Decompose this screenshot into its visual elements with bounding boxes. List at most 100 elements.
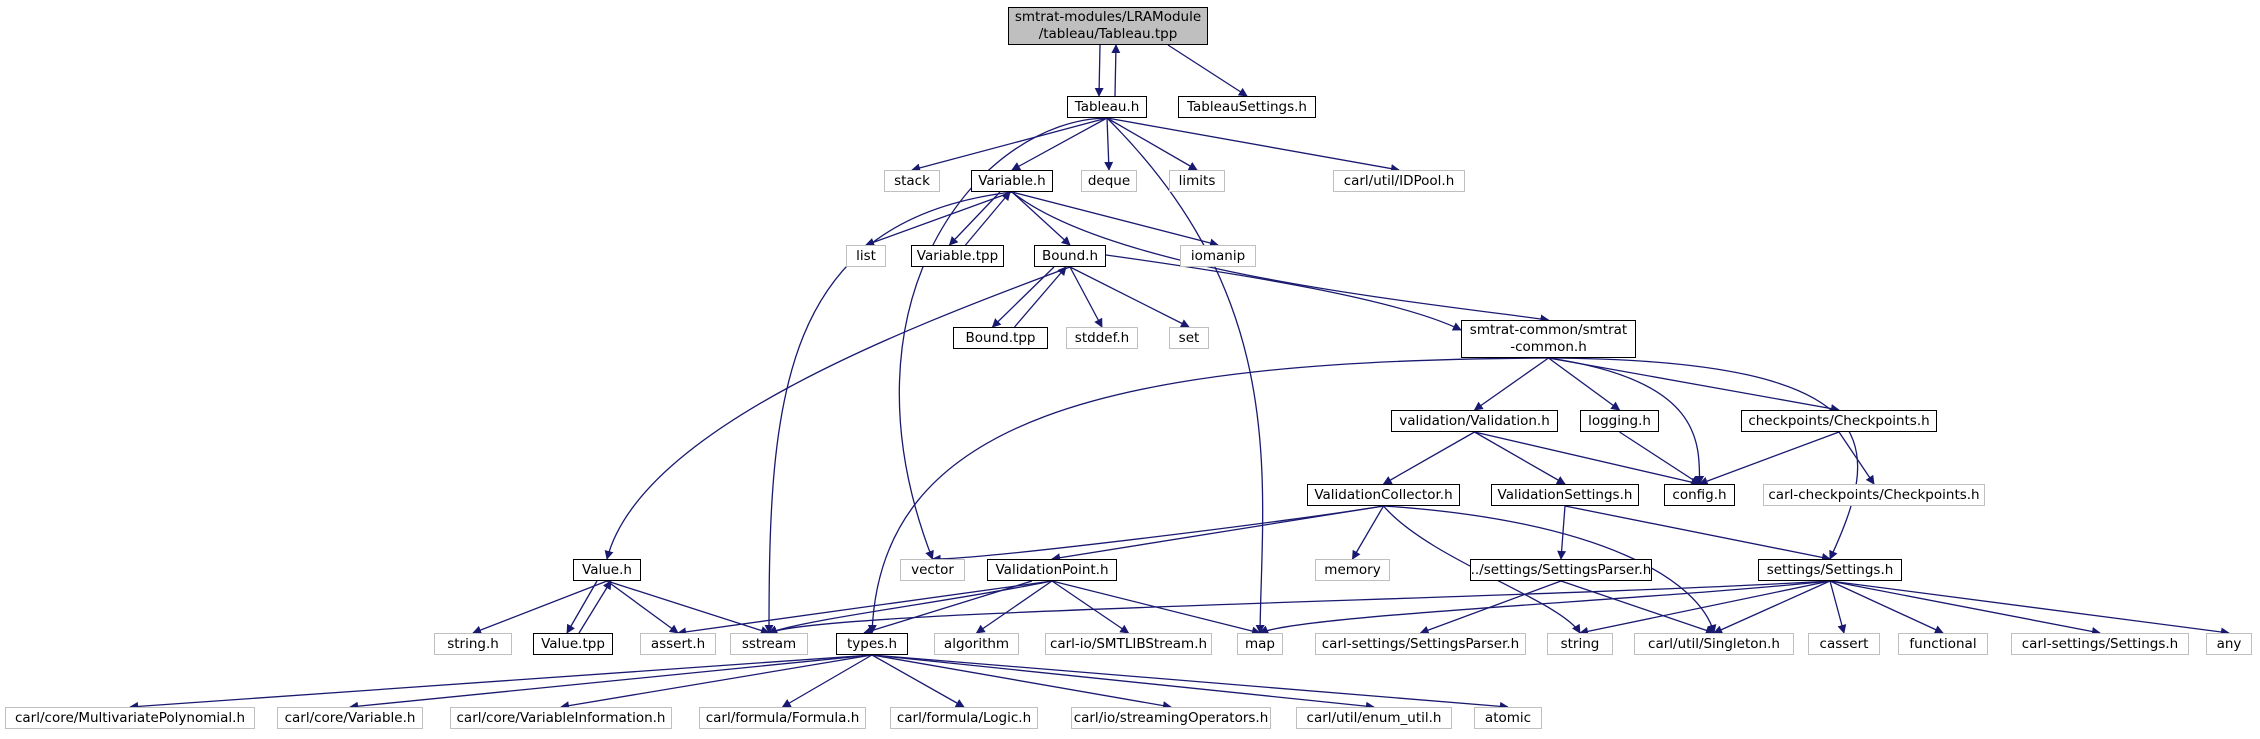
edge-smtrat_common-to-settings_h — [1548, 357, 1859, 560]
edge-validation_point-to-types_h — [863, 580, 1033, 635]
edge-logging_h-to-config_h — [1619, 431, 1701, 485]
node-variable-tpp[interactable]: Variable.tpp — [911, 245, 1004, 267]
node-carl-formula-h[interactable]: carl/formula/Formula.h — [699, 707, 866, 729]
node-bound-tpp[interactable]: Bound.tpp — [953, 327, 1048, 349]
node-iomanip[interactable]: iomanip — [1180, 245, 1256, 267]
edge-variable_h-to-iomanip — [1011, 191, 1219, 248]
edge-tableau_h-to-deque — [1104, 117, 1114, 171]
edge-bound_h-to-set — [1069, 266, 1190, 328]
node-carl-settings-parser-h[interactable]: carl-settings/SettingsParser.h — [1315, 633, 1526, 655]
edge-variable_tpp-to-variable_h — [965, 191, 1011, 246]
node-config-h[interactable]: config.h — [1664, 484, 1735, 506]
edge-checkpoints_h-to-config_h — [1698, 431, 1840, 486]
edge-settings_h-to-any — [1829, 580, 2230, 637]
edge-validation_collector-to-vector — [931, 505, 1384, 564]
node-set[interactable]: set — [1169, 327, 1209, 349]
edge-settings_parser-to-singleton — [1560, 580, 1715, 635]
edge-variable_h-to-list — [865, 191, 1013, 247]
node-carl-logic-h[interactable]: carl/formula/Logic.h — [890, 707, 1038, 729]
edge-tableau_h-to-variable_h — [1011, 117, 1108, 171]
edge-validation_h-to-validation_settings — [1474, 431, 1566, 485]
edge-bound_h-to-stddef — [1069, 266, 1103, 328]
node-atomic[interactable]: atomic — [1474, 707, 1542, 729]
edge-smtrat_common-to-config_h — [1548, 357, 1705, 485]
edge-settings_h-to-functional — [1829, 580, 1944, 634]
node-carl-settings-h[interactable]: carl-settings/Settings.h — [2011, 633, 2189, 655]
node-carl-multivariate-polynomial-h[interactable]: carl/core/MultivariatePolynomial.h — [5, 707, 255, 729]
node-string[interactable]: string — [1547, 633, 1613, 655]
node-settings-parser-h[interactable]: ../settings/SettingsParser.h — [1470, 559, 1652, 581]
node-validation-h[interactable]: validation/Validation.h — [1391, 410, 1558, 432]
node-validation-settings-h[interactable]: ValidationSettings.h — [1491, 484, 1639, 506]
node-value-tpp[interactable]: Value.tpp — [533, 633, 613, 655]
edge-tableau_h-to-stack — [911, 117, 1108, 173]
edge-settings_h-to-cassert — [1829, 580, 1847, 634]
node-carl-idpool-h[interactable]: carl/util/IDPool.h — [1333, 170, 1465, 192]
node-validation-collector-h[interactable]: ValidationCollector.h — [1307, 484, 1460, 506]
edge-tableau_h-to-vector — [898, 117, 1108, 560]
edge-types_h-to-atomic — [871, 654, 1509, 711]
node-carl-variable-h[interactable]: carl/core/Variable.h — [277, 707, 423, 729]
edge-tableau_h-to-root — [1111, 44, 1121, 97]
edge-validation_collector-to-validation_point — [1051, 505, 1384, 563]
node-assert-h[interactable]: assert.h — [640, 633, 716, 655]
edge-variable_h-to-sstream — [764, 191, 1013, 634]
node-stack[interactable]: stack — [884, 170, 940, 192]
node-list[interactable]: list — [846, 245, 886, 267]
node-settings-h[interactable]: settings/Settings.h — [1758, 559, 1902, 581]
edge-settings_h-to-carl_settings — [1829, 580, 2101, 636]
edge-types_h-to-enum_util — [871, 654, 1375, 711]
node-limits[interactable]: limits — [1169, 170, 1225, 192]
edge-validation_point-to-assert_h — [677, 580, 1053, 637]
edge-variable_h-to-bound_h — [1011, 191, 1071, 246]
node-validation-point-h[interactable]: ValidationPoint.h — [987, 559, 1117, 581]
node-carl-singleton-h[interactable]: carl/util/Singleton.h — [1634, 633, 1794, 655]
node-any[interactable]: any — [2206, 633, 2252, 655]
node-carl-enum-util-h[interactable]: carl/util/enum_util.h — [1296, 707, 1452, 729]
edge-smtrat_common-to-types_h — [867, 357, 1549, 634]
edge-tableau_h-to-limits — [1106, 117, 1198, 171]
node-smtlib-stream-h[interactable]: carl-io/SMTLIBStream.h — [1045, 633, 1212, 655]
node-algorithm[interactable]: algorithm — [934, 633, 1019, 655]
node-smtrat-common-h[interactable]: smtrat-common/smtrat -common.h — [1461, 320, 1636, 358]
node-functional[interactable]: functional — [1898, 633, 1988, 655]
edge-bound_tpp-to-bound_h — [1014, 266, 1067, 328]
node-checkpoints-h[interactable]: checkpoints/Checkpoints.h — [1741, 410, 1937, 432]
edge-types_h-to-streaming_ops — [871, 654, 1172, 711]
node-bound-h[interactable]: Bound.h — [1034, 245, 1106, 267]
edge-root-to-tableau_h — [1094, 44, 1104, 97]
node-tableau-settings-h[interactable]: TableauSettings.h — [1178, 96, 1316, 118]
edge-validation_point-to-smtlib_stream — [1051, 580, 1130, 634]
node-map[interactable]: map — [1237, 633, 1283, 655]
node-types-h[interactable]: types.h — [836, 633, 908, 655]
edge-settings_h-to-singleton — [1713, 580, 1831, 634]
node-cassert[interactable]: cassert — [1808, 633, 1880, 655]
edge-validation_h-to-validation_collector — [1382, 431, 1475, 485]
edge-settings_h-to-sstream — [768, 580, 1831, 634]
edge-variable_h-to-smtrat_common — [1011, 191, 1550, 324]
node-vector[interactable]: vector — [900, 559, 965, 581]
node-memory[interactable]: memory — [1315, 559, 1390, 581]
edge-value_h-to-assert_h — [606, 580, 679, 634]
node-sstream[interactable]: sstream — [730, 633, 808, 655]
node-deque[interactable]: deque — [1081, 170, 1137, 192]
edge-validation_point-to-sstream — [768, 580, 1053, 635]
edge-validation_collector-to-singleton — [1383, 505, 1717, 634]
edge-tableau_h-to-map — [1106, 117, 1265, 634]
node-value-h[interactable]: Value.h — [573, 559, 641, 581]
node-tableau-tpp[interactable]: smtrat-modules/LRAModule /tableau/Tablea… — [1008, 7, 1208, 45]
node-logging-h[interactable]: logging.h — [1580, 410, 1659, 432]
node-variable-h[interactable]: Variable.h — [971, 170, 1053, 192]
node-stddef-h[interactable]: stddef.h — [1066, 327, 1138, 349]
node-tableau-h[interactable]: Tableau.h — [1067, 96, 1147, 118]
edge-settings_h-to-map — [1259, 580, 1831, 634]
edge-validation_collector-to-memory — [1351, 505, 1385, 560]
edge-tableau_h-to-idpool — [1106, 117, 1400, 174]
edge-checkpoints_h-to-carl_checkpoints — [1838, 431, 1875, 485]
node-string-h[interactable]: string.h — [434, 633, 512, 655]
node-carl-variable-information-h[interactable]: carl/core/VariableInformation.h — [450, 707, 672, 729]
edge-value_h-to-string_h — [472, 580, 608, 635]
node-carl-streaming-operators-h[interactable]: carl/io/streamingOperators.h — [1071, 707, 1271, 729]
node-carl-checkpoints-h[interactable]: carl-checkpoints/Checkpoints.h — [1763, 484, 1985, 506]
